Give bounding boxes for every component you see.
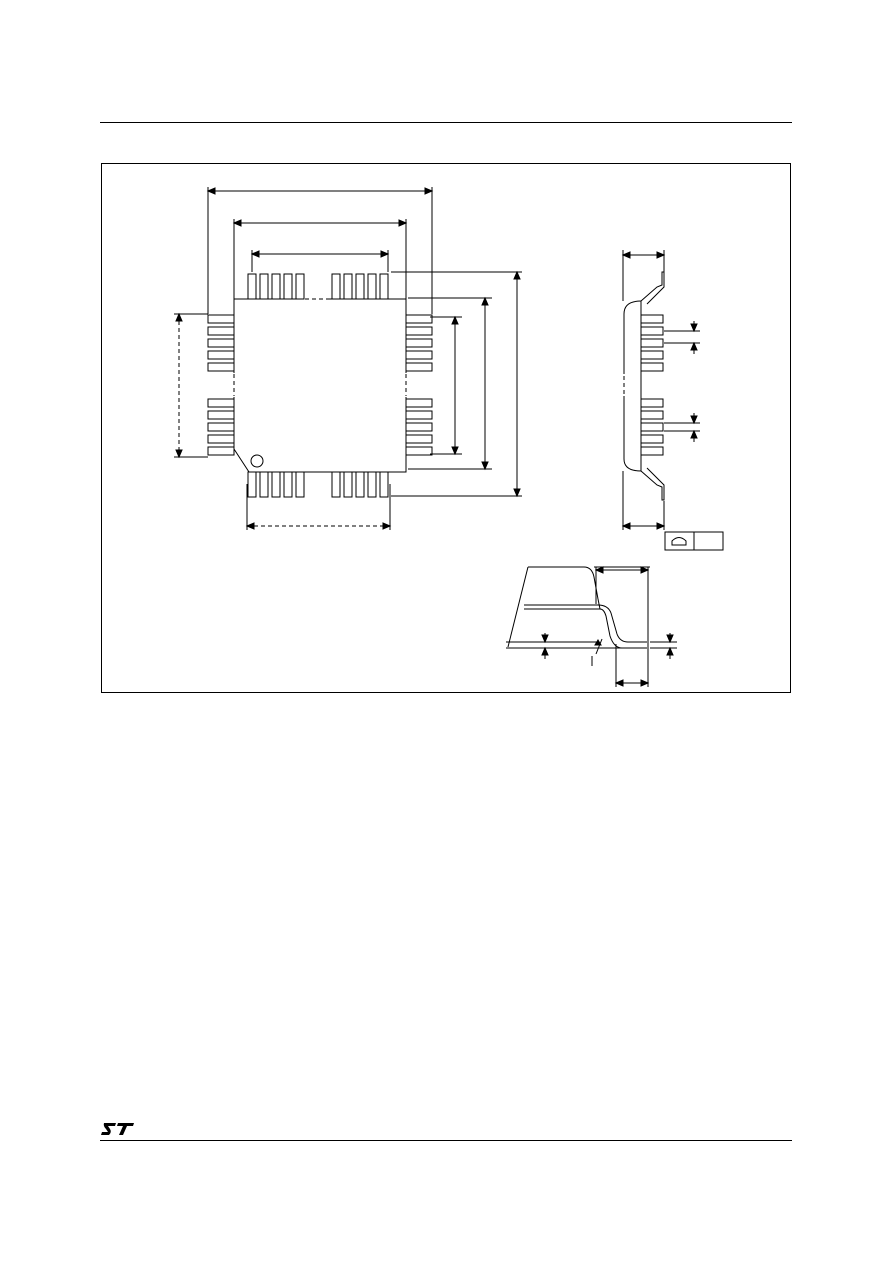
top-view-dimensions: [174, 187, 522, 530]
st-logo-icon: [101, 1123, 134, 1135]
left-pins: [207, 314, 235, 456]
side-view: [621, 250, 724, 551]
package-drawing: [174, 187, 724, 687]
package-drawing-frame: [101, 163, 791, 693]
lead-detail: [506, 566, 677, 687]
footer-rule: [100, 1140, 792, 1141]
flatness-symbol-icon: [671, 537, 687, 546]
pin1-marker: [250, 454, 264, 468]
header-rule: [100, 122, 792, 123]
top-view-body: [233, 298, 407, 473]
top-pins: [247, 273, 389, 300]
bottom-pins: [247, 471, 389, 498]
right-pins: [405, 314, 433, 456]
